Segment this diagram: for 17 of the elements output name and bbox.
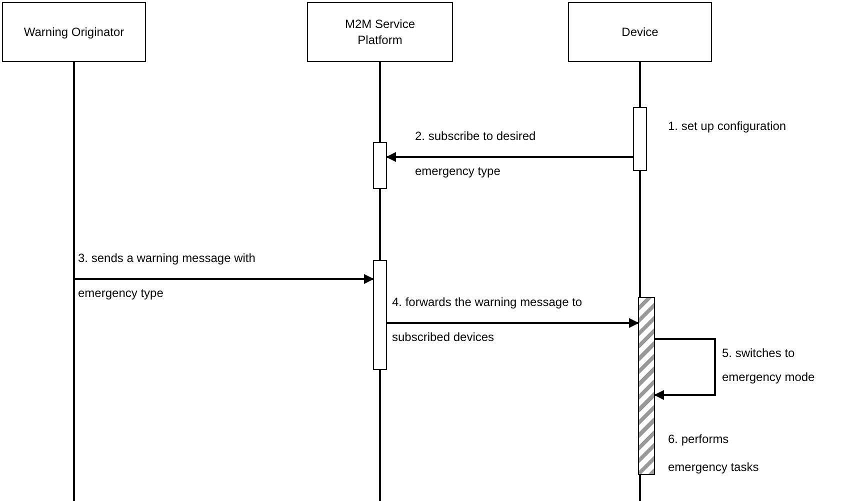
step-label: 6. performs emergency tasks — [668, 431, 760, 476]
participant-box: Device — [568, 2, 712, 62]
message-arrow — [386, 152, 633, 162]
message-arrow — [654, 338, 716, 400]
message-label: 3. sends a warning message with emergency type — [78, 250, 256, 302]
message-label: 2. subscribe to desired emergency type — [415, 128, 537, 180]
activation-bar — [638, 297, 655, 475]
activation-bar — [633, 107, 647, 171]
message-arrow — [387, 318, 639, 328]
step-label: 1. set up configuration — [668, 118, 788, 135]
participant-box: M2M Service Platform — [307, 2, 453, 62]
activation-bar — [373, 142, 387, 189]
message-arrow — [74, 274, 374, 284]
participant-box: Warning Originator — [2, 2, 146, 62]
message-label: 5. switches to emergency mode — [722, 345, 816, 386]
message-label: 4. forwards the warning message to subscribed devices — [392, 294, 584, 346]
activation-bar — [373, 260, 387, 370]
